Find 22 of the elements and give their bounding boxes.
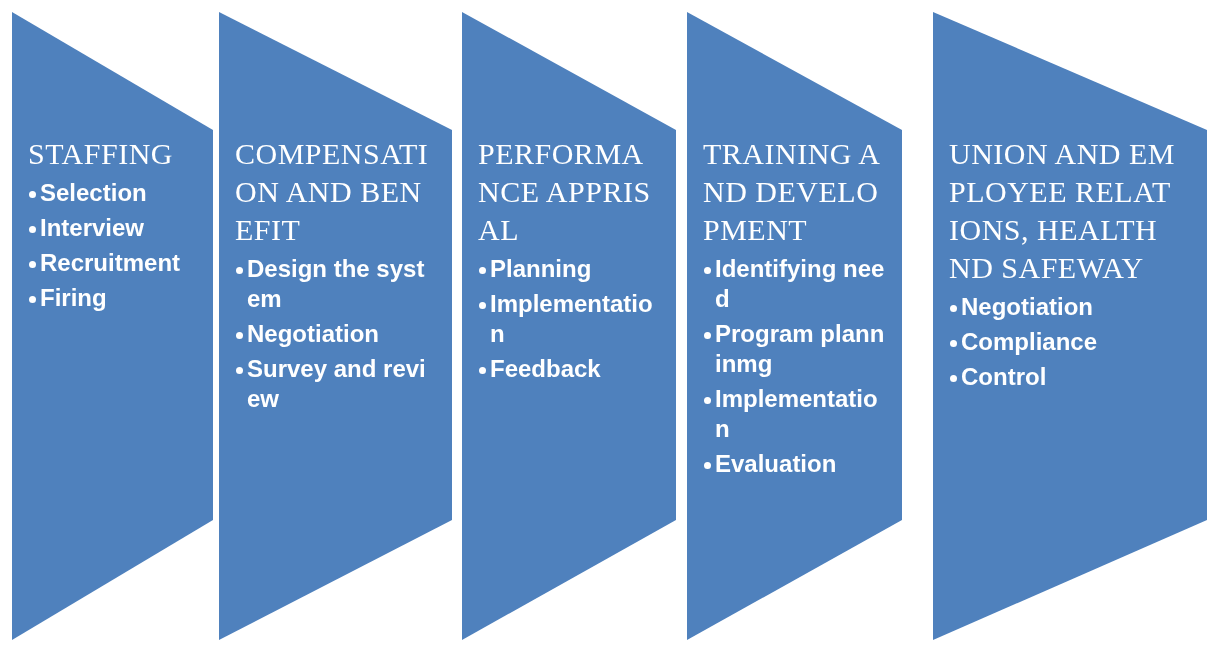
stage-heading: UNION AND EMPLOYEE RELATIONS, HEALTH ND SAFEWAY bbox=[949, 136, 1176, 286]
bullet-text: Selection bbox=[40, 179, 147, 206]
stage-heading: COMPENSATION AND BENEFIT bbox=[235, 136, 430, 248]
bullet-text: Negotiation bbox=[247, 320, 379, 347]
bullet-text: Feedback bbox=[490, 355, 601, 382]
bullet-text: Planning bbox=[490, 255, 592, 282]
bullet-text: Implementation bbox=[715, 385, 878, 442]
bullet-text: Interview bbox=[40, 214, 145, 241]
bullet-text: Identifying need bbox=[715, 255, 885, 312]
bullet-text: Firing bbox=[40, 284, 107, 311]
bullet-text: Evaluation bbox=[715, 450, 837, 477]
bullet-text: Survey and review bbox=[247, 355, 426, 412]
stage-heading: STAFFING bbox=[28, 136, 174, 172]
bullet-text: Implementation bbox=[490, 290, 653, 347]
bullet-text: Control bbox=[961, 363, 1047, 390]
bullet-text: Compliance bbox=[961, 328, 1098, 355]
stage-heading: TRAINING AND DEVELOPMENT bbox=[703, 136, 882, 248]
bullet-text: Negotiation bbox=[961, 293, 1093, 320]
bullet-text: Design the system bbox=[247, 255, 425, 312]
bullet-text: Program planninmg bbox=[715, 320, 885, 377]
stage-heading: PERFORMANCE APPRISAL bbox=[478, 136, 652, 248]
bullet-text: Recruitment bbox=[40, 249, 181, 276]
